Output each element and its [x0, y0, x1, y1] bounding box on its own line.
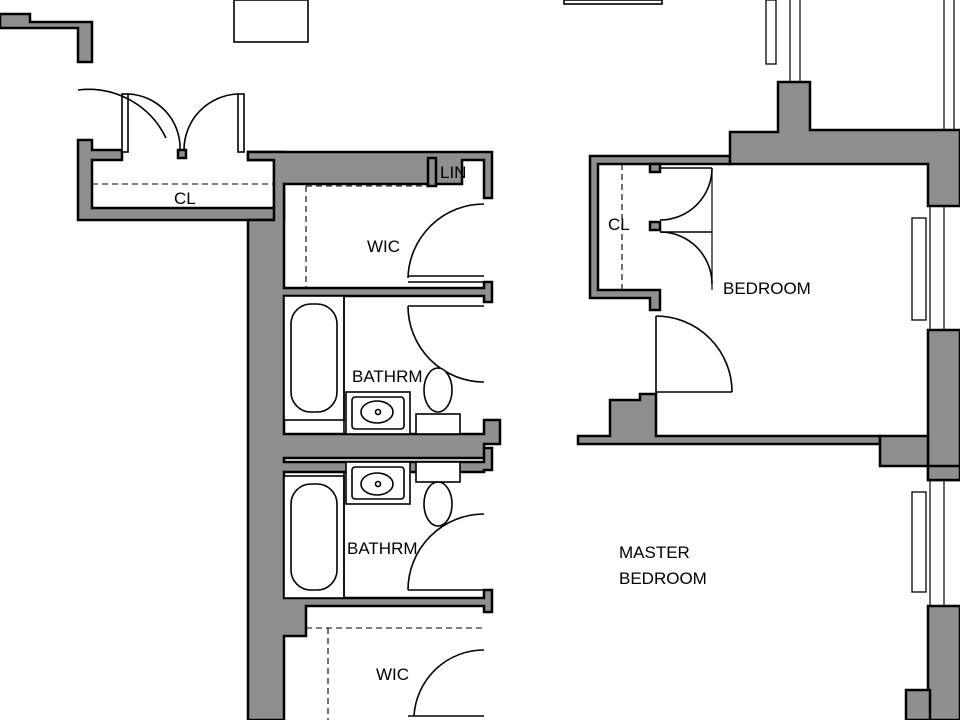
entry-door-leaf-left — [121, 93, 129, 153]
wall-right-pier-1 — [926, 328, 960, 482]
label-bath-upper: BATHRM — [352, 367, 423, 386]
wall-right-pier-2 — [878, 434, 960, 482]
label-closet-bedroom: CL — [608, 215, 630, 234]
window-top-right — [765, 0, 777, 65]
counter-block — [233, 0, 309, 43]
wall-top-left — [0, 12, 94, 64]
door-swing-arc — [413, 649, 485, 717]
doors — [77, 88, 733, 717]
wall-spine — [246, 150, 502, 720]
wall-closet-jamb-mid — [648, 220, 662, 232]
bathtub-basin-upper — [290, 303, 338, 413]
room-labels: CL LIN WIC BATHRM CL BEDROOM BATHRM MAST… — [174, 163, 811, 684]
wall-right-pier-4 — [904, 688, 932, 720]
window-bedroom — [911, 217, 927, 321]
label-master-line1: MASTER — [619, 543, 690, 562]
toilet-bowl-lower — [423, 481, 453, 527]
label-linen: LIN — [440, 163, 466, 182]
door-stop — [176, 148, 188, 160]
sink-drain — [374, 408, 382, 416]
label-master-line2: BEDROOM — [619, 569, 707, 588]
label-bedroom: BEDROOM — [723, 279, 811, 298]
top-shelf — [563, 0, 663, 5]
shelf-lines — [92, 164, 623, 720]
sink-drain — [374, 480, 382, 488]
door-swing-arc — [407, 203, 485, 279]
door-swing-arc — [127, 93, 181, 151]
window-master — [911, 491, 927, 593]
wall-linen — [426, 156, 438, 188]
wall-bedroom-step — [576, 392, 882, 446]
door-swing-arc — [659, 231, 713, 285]
bath-lower-fixtures — [283, 461, 461, 599]
wall-closet-jamb-top — [648, 162, 662, 174]
entry-door-leaf-right — [237, 93, 245, 153]
bathtub-basin-lower — [290, 483, 338, 591]
door-swing-arc — [183, 93, 239, 151]
toilet-tank-lower — [415, 461, 461, 483]
toilet-bowl-upper — [423, 367, 453, 413]
wall-exterior-right — [728, 80, 960, 208]
door-swing-arc — [659, 167, 713, 221]
label-wic-upper: WIC — [367, 237, 400, 256]
walls — [0, 12, 960, 720]
door-swing-arc — [407, 305, 485, 383]
wall-right-pier-3 — [926, 604, 960, 720]
toilet-tank-upper — [415, 413, 461, 435]
door-swing-arc — [655, 315, 733, 393]
bath-upper-fixtures — [283, 295, 461, 435]
door-swing-arc — [77, 88, 167, 139]
label-wic-lower: WIC — [376, 665, 409, 684]
door-swing-arc — [407, 513, 485, 591]
label-closet-top: CL — [174, 189, 196, 208]
windows — [765, 0, 955, 606]
label-bath-lower: BATHRM — [347, 539, 418, 558]
